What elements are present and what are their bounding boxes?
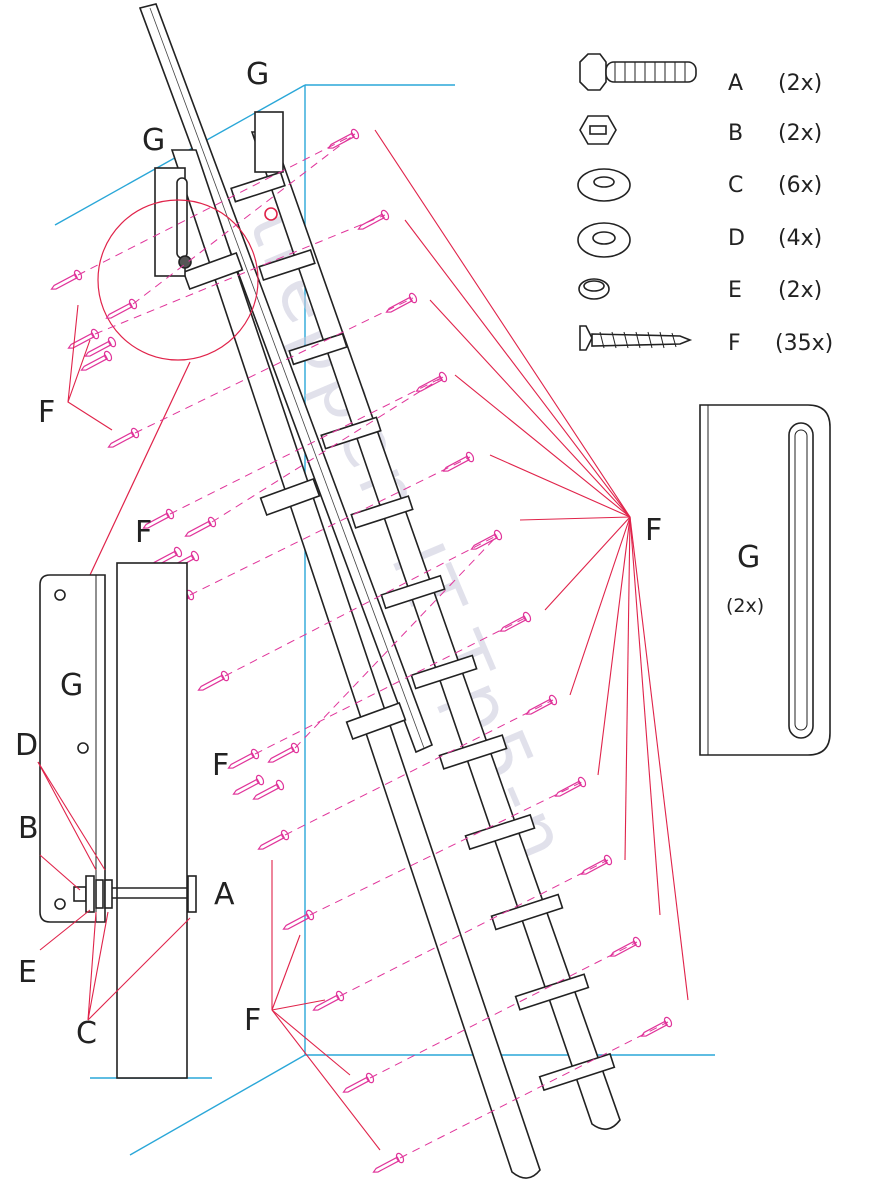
bracket-g-qty: (2x) [726,595,764,617]
screw-guide-line [211,376,444,523]
screw-guide-line [369,941,638,1079]
bracket-plate [39,574,106,923]
wood-screw-icon [579,325,693,351]
label-a: A [214,877,235,912]
bracket-detail [39,562,197,1079]
detail-callout-circle [97,199,259,361]
wood-screw-icon [554,776,587,797]
part-f-letter: F [728,331,741,356]
screw-guide-line [94,214,386,335]
right-stringer [250,131,621,1130]
part-e-letter: E [728,278,742,303]
label-e: E [18,955,37,990]
wood-screw-icon [385,292,418,313]
label-b: B [18,811,39,846]
wood-screw-icon [442,451,475,472]
spacer-ring-icon [578,278,610,300]
label-g-top: G [246,57,269,92]
wood-screw-icon [580,854,613,875]
washer-icon [577,222,631,258]
parts-list [577,53,697,351]
screw-guide-line [309,781,583,916]
treads [230,171,616,1092]
handrail [138,3,434,754]
screw-guide-line [224,534,499,677]
label-f-bottom: F [244,1003,261,1038]
wood-screw-icon [327,128,360,149]
wood-screw-icon [184,516,217,537]
wood-screw-icon [267,742,300,763]
screw-guide-line [399,1021,669,1159]
screw-guide-line [134,297,414,434]
wood-screw-icon [342,1072,375,1093]
detail-leaders [37,761,191,1021]
wood-screw-icon [67,328,100,349]
screw-guide-line [77,133,356,276]
part-c-qty: (6x) [778,173,822,198]
part-f-qty: (35x) [775,331,833,356]
rail-post [345,701,407,741]
label-f-mid1: F [135,515,152,550]
rail-post [259,477,321,517]
wood-screw-icon [105,298,138,319]
label-g-mid: G [142,123,165,158]
wood-screw-icon [609,936,642,957]
washer-icon [577,168,631,202]
f-leader-lines [67,129,689,1151]
wood-screw-icon [282,909,315,930]
ladder [138,3,621,1179]
part-d-letter: D [728,226,745,251]
wood-screw-icon [372,1152,405,1173]
label-d: D [15,728,38,763]
part-a-letter: A [728,71,743,96]
part-b-qty: (2x) [778,121,822,146]
label-g-detail: G [60,668,83,703]
wood-screw-icon [357,209,390,230]
wood-screw-icon [232,774,265,795]
part-c-letter: C [728,173,743,198]
screw-group [50,128,673,1173]
screw-guide-line [189,456,471,596]
wood-screw-icon [640,1016,673,1037]
label-f-right: F [645,513,662,548]
screw-guide-line [294,534,499,749]
nut-icon [579,115,617,145]
bolt-icon [579,53,697,91]
wall-post [116,562,188,1079]
wood-screw-icon [470,529,503,550]
bracket-g-letter: G [737,540,760,575]
screw-guide-line [169,376,444,515]
wood-screw-icon [84,336,117,357]
part-a-qty: (2x) [778,71,822,96]
wood-screw-icon [525,694,558,715]
part-e-qty: (2x) [778,278,822,303]
rail-post [182,251,244,291]
wood-screw-icon [499,611,532,632]
screw-guide-line [254,616,528,755]
label-f-left: F [38,395,55,430]
top-bracket-right [254,111,284,221]
label-f-mid2: F [212,748,229,783]
bracket-g-panel [699,404,831,756]
label-c: C [76,1016,97,1051]
wood-screw-icon [142,508,175,529]
part-d-qty: (4x) [778,226,822,251]
top-bracket-left [154,167,192,277]
part-b-letter: B [728,121,743,146]
wood-screw-icon [252,779,285,800]
wood-screw-icon [107,427,140,448]
wood-screw-icon [415,371,448,392]
wood-screw-icon [227,748,260,769]
left-stringer [170,149,541,1179]
wood-screw-icon [80,350,113,371]
wood-screw-icon [257,829,290,850]
wood-screw-icon [50,269,83,290]
screw-guide-line [132,133,356,305]
wood-screw-icon [312,990,345,1011]
wood-screw-icon [197,670,230,691]
detail-callout-leader [89,361,191,576]
